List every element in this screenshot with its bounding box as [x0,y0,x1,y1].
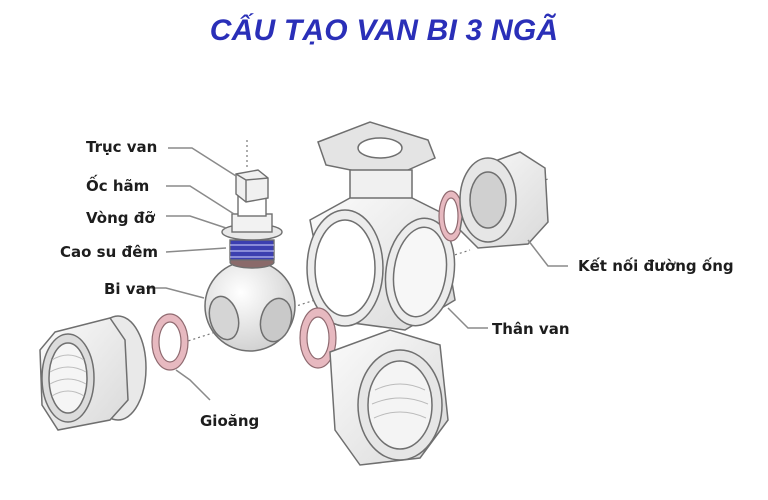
label-vong-do: Vòng đỡ [86,209,155,227]
right-union-connector [459,151,549,249]
label-cao-su-dem: Cao su đêm [60,243,159,261]
label-than-van: Thân van [492,320,570,338]
gasket-bottom [299,307,337,369]
ball [204,260,296,352]
label-gioang: Gioăng [200,412,260,430]
leader-lines [146,147,568,401]
diagram-title: CẤU TẠO VAN BI 3 NGÃ [209,14,559,47]
label-oc-ham: Ốc hãm [86,177,150,195]
gasket-left [151,313,189,371]
valve-body [306,121,456,331]
label-ket-noi-duong-ong: Kết nối đường ống [578,257,734,275]
stem-assembly [221,169,283,269]
left-union-connector [39,315,147,431]
label-truc-van: Trục van [86,138,158,156]
bottom-union-connector [329,329,449,466]
label-bi-van: Bi van [104,280,157,298]
gasket-right-top [438,190,464,242]
